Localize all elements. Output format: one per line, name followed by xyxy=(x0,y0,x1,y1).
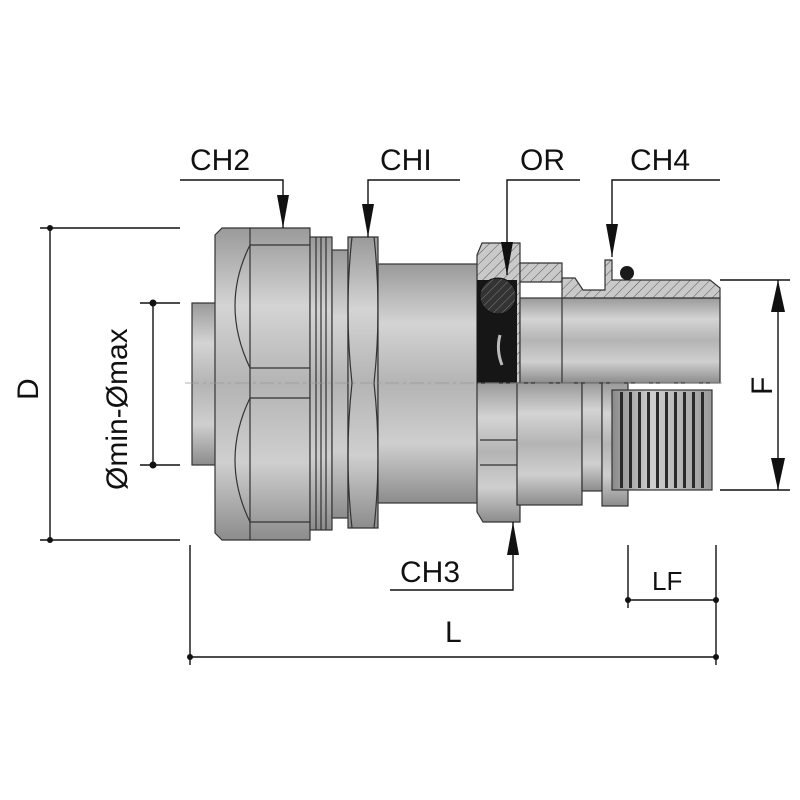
thread-ridge xyxy=(692,392,695,488)
dimension-f xyxy=(720,279,790,491)
thread-ridge xyxy=(638,392,641,488)
thread-ridge xyxy=(701,392,704,488)
leader-ch4 xyxy=(606,179,720,257)
dimension-d xyxy=(40,225,180,543)
thread-ridge xyxy=(647,392,650,488)
dimension-l xyxy=(187,545,719,665)
thread-ridge xyxy=(674,392,677,488)
body xyxy=(377,263,479,504)
ch3-nut xyxy=(476,242,563,523)
label-diameter-range: Ømin-Ømax xyxy=(101,328,134,490)
thread-ridge xyxy=(683,392,686,488)
leader-ch3 xyxy=(390,522,519,591)
thread-ridge xyxy=(656,392,659,488)
ch1-nut xyxy=(347,236,379,529)
leader-ch1 xyxy=(362,179,460,237)
leader-ch2 xyxy=(180,179,289,228)
label-l: L xyxy=(445,616,462,649)
label-ch1: CHI xyxy=(380,144,432,177)
label-ch4: CH4 xyxy=(630,144,690,177)
thread-ridge xyxy=(629,392,632,488)
label-d: D xyxy=(12,378,45,400)
grooves xyxy=(309,236,349,531)
thread-ridge xyxy=(665,392,668,488)
thread xyxy=(581,382,713,507)
pipe-stub xyxy=(191,302,219,466)
label-ch2: CH2 xyxy=(190,144,250,177)
thread-ridge xyxy=(620,392,623,488)
label-or: OR xyxy=(520,144,565,177)
dimension-lf xyxy=(625,545,719,608)
dimension-diameter-range xyxy=(140,299,180,469)
leader-or xyxy=(501,179,580,275)
inner-tube xyxy=(519,297,721,384)
oring-section xyxy=(479,277,517,315)
small-oring xyxy=(620,266,634,280)
label-ch3: CH3 xyxy=(400,556,460,589)
ch2-nut xyxy=(214,227,311,541)
label-f: F xyxy=(746,377,779,395)
label-lf: LF xyxy=(652,566,682,596)
